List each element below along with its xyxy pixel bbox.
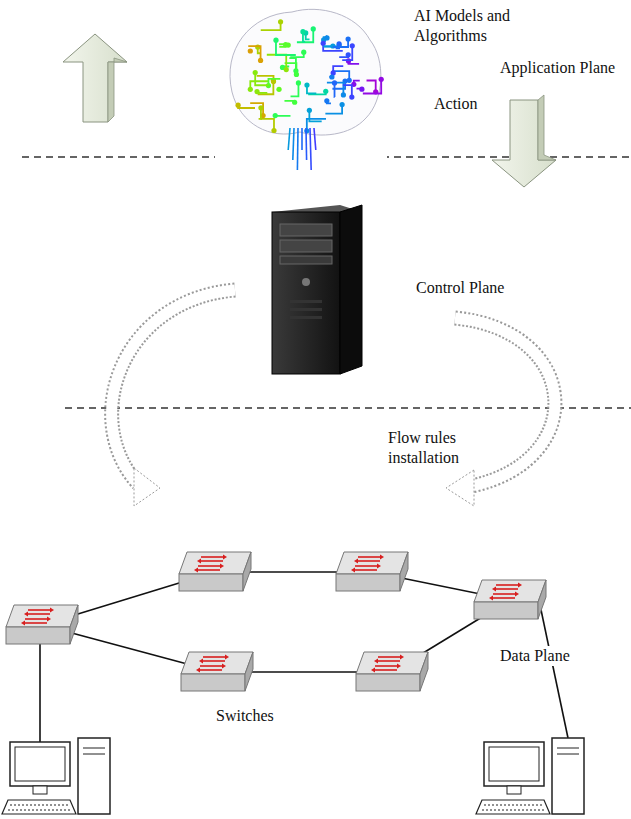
switch-icon xyxy=(474,580,546,619)
circuit-node xyxy=(300,29,305,34)
circuit-node xyxy=(346,58,351,63)
circuit-node xyxy=(284,67,289,72)
circuit-node xyxy=(324,98,329,103)
plane-label: Application Plane xyxy=(498,58,617,78)
circuit-node xyxy=(278,19,283,24)
plane-separator xyxy=(65,407,631,409)
circuit-node xyxy=(258,105,263,110)
switch-icon xyxy=(181,652,253,691)
circuit-node xyxy=(276,87,281,92)
circuit-node xyxy=(248,87,253,92)
circuit-stem xyxy=(310,128,311,170)
circuit-node xyxy=(346,52,351,57)
circuit-node xyxy=(236,103,241,108)
host-computer xyxy=(476,738,584,814)
circuit-stem xyxy=(288,128,290,150)
circuit-node xyxy=(323,89,328,94)
plane-label: Switches xyxy=(214,706,276,726)
circuit-node xyxy=(379,77,384,82)
plane-label: AI Models and Algorithms xyxy=(412,6,556,46)
up-arrow xyxy=(63,34,127,122)
circuit-trace xyxy=(261,22,281,30)
circuit-node xyxy=(296,80,301,85)
circuit-node xyxy=(359,87,364,92)
circuit-node xyxy=(321,41,326,46)
switch-icon xyxy=(179,552,251,591)
flow-arrow-right xyxy=(446,318,555,506)
circuit-node xyxy=(254,89,259,94)
plane-label: Control Plane xyxy=(414,278,506,298)
circuit-node xyxy=(347,78,352,83)
circuit-stem xyxy=(293,128,294,160)
circuit-node xyxy=(292,100,297,105)
circuit-node xyxy=(304,82,309,87)
circuit-node xyxy=(253,70,258,75)
circuit-node xyxy=(340,102,345,107)
brain-circuit xyxy=(230,9,384,170)
circuit-stem xyxy=(314,128,316,150)
circuit-trace xyxy=(297,29,313,42)
circuit-trace xyxy=(342,46,352,60)
circuit-trace xyxy=(325,105,342,114)
circuit-node xyxy=(349,94,354,99)
circuit-trace xyxy=(248,46,260,60)
circuit-node xyxy=(345,36,350,41)
circuit-node xyxy=(332,80,337,85)
circuit-trace xyxy=(363,79,381,93)
controller-computer xyxy=(272,205,362,374)
circuit-node xyxy=(271,128,276,133)
circuit-trace xyxy=(267,55,286,70)
switch-icon xyxy=(356,652,428,691)
circuit-node xyxy=(283,42,288,47)
switch-group xyxy=(6,552,546,691)
circuit-node xyxy=(248,48,253,53)
circuit-stem xyxy=(305,128,307,160)
plane-label: Flow rules installation xyxy=(386,428,486,468)
network-links xyxy=(40,572,568,742)
plane-label: Data Plane xyxy=(498,646,572,666)
circuit-node xyxy=(258,58,263,63)
down-arrow xyxy=(492,95,556,187)
host-link xyxy=(540,605,568,738)
circuit-node xyxy=(324,35,329,40)
circuit-node xyxy=(294,72,299,77)
flow-arrow-left xyxy=(112,290,235,506)
host-computer xyxy=(2,738,110,814)
circuit-trace xyxy=(258,80,274,94)
switch-icon xyxy=(336,552,408,591)
switch-icon xyxy=(6,605,78,644)
circuit-node xyxy=(336,41,341,46)
circuit-stem xyxy=(301,128,303,150)
circuit-node xyxy=(307,108,312,113)
brain-image xyxy=(215,0,387,192)
circuit-node xyxy=(273,38,278,43)
circuit-node xyxy=(273,113,278,118)
host-link xyxy=(39,630,41,742)
plane-label: Action xyxy=(432,94,480,114)
circuit-trace xyxy=(276,40,296,55)
circuit-node xyxy=(341,92,346,97)
circuit-node xyxy=(311,26,316,31)
circuit-trace xyxy=(255,73,268,86)
brain-outline xyxy=(230,9,381,135)
circuit-node xyxy=(329,74,334,79)
circuit-node xyxy=(301,50,306,55)
circuit-stem xyxy=(297,128,299,170)
circuit-trace xyxy=(259,119,274,131)
circuit-node xyxy=(350,43,355,48)
